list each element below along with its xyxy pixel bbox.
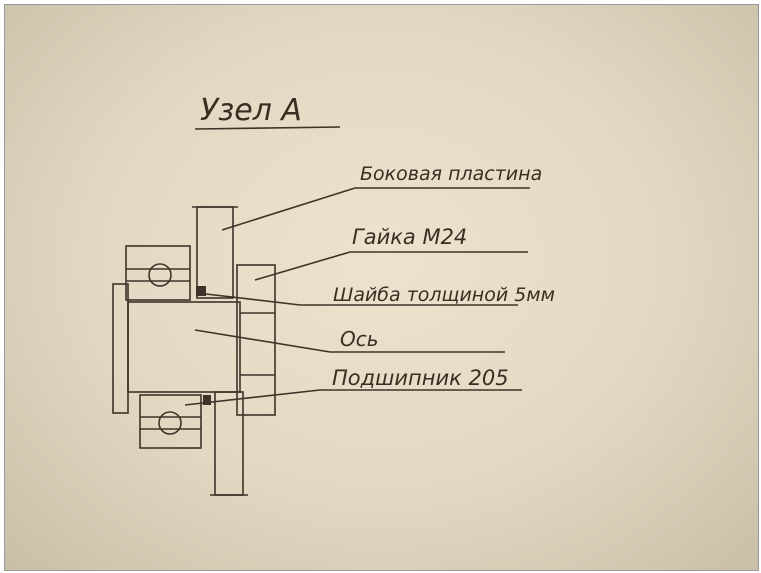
leader-side-plate (221, 187, 530, 231)
leader-axle (194, 329, 505, 353)
washer-upper (196, 286, 206, 296)
paper-sheet (4, 4, 759, 571)
label-axle: Ось (340, 327, 379, 351)
nut-m24 (236, 264, 276, 416)
axle (112, 283, 241, 414)
label-side-plate: Боковая пластина (360, 163, 542, 185)
drawing-title: Узел А (200, 93, 302, 128)
leader-nut (254, 251, 528, 281)
leader-bearing (184, 389, 522, 406)
title-underline (194, 126, 341, 130)
label-washer: Шайба толщиной 5мм (333, 284, 555, 306)
side-plate (192, 206, 248, 496)
label-bearing: Подшипник 205 (332, 366, 509, 390)
leader-washer (205, 293, 518, 306)
upper-bearing (125, 245, 191, 301)
lower-bearing (139, 394, 202, 449)
label-nut: Гайка М24 (352, 225, 467, 249)
washer-lower (203, 395, 211, 405)
